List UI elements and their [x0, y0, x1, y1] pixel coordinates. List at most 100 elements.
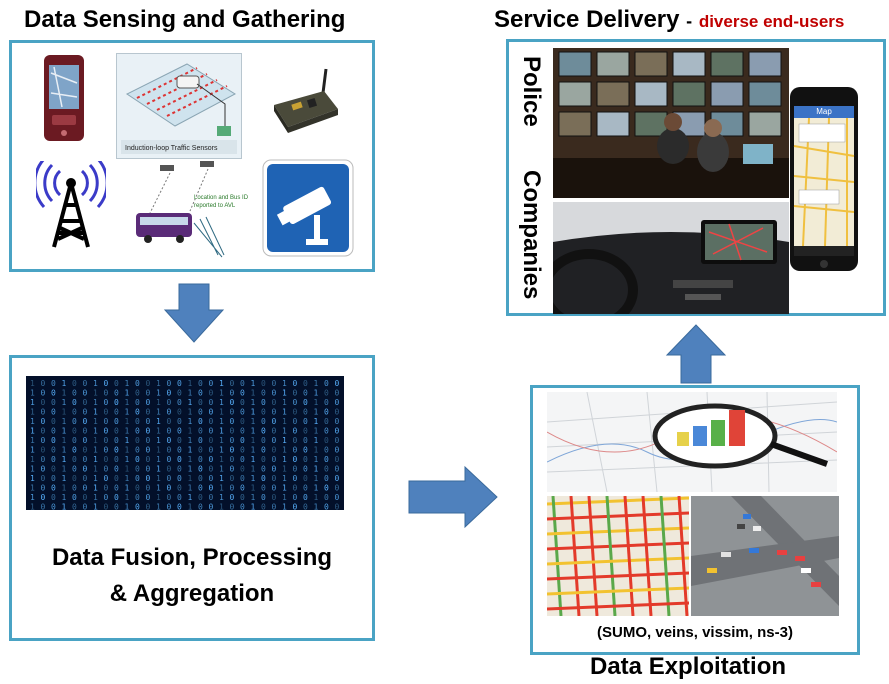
svg-text:0: 0: [135, 417, 140, 426]
svg-text:1: 1: [62, 465, 67, 474]
svg-text:0: 0: [240, 379, 245, 388]
svg-text:0: 0: [272, 484, 277, 493]
svg-text:0: 0: [335, 503, 340, 511]
svg-text:1: 1: [251, 408, 256, 417]
svg-text:1: 1: [30, 398, 35, 407]
svg-text:0: 0: [261, 446, 266, 455]
svg-text:0: 0: [209, 379, 214, 388]
svg-text:0: 0: [303, 446, 308, 455]
svg-text:1: 1: [314, 484, 319, 493]
svg-text:Location and Bus ID: Location and Bus ID: [194, 195, 249, 201]
svg-text:0: 0: [324, 408, 329, 417]
svg-text:1: 1: [282, 446, 287, 455]
svg-text:1: 1: [282, 389, 287, 398]
svg-text:0: 0: [104, 484, 109, 493]
svg-text:0: 0: [72, 436, 77, 445]
svg-text:0: 0: [104, 417, 109, 426]
smartphone-icon: [42, 53, 86, 143]
svg-text:1: 1: [62, 455, 67, 464]
svg-text:0: 0: [41, 398, 46, 407]
svg-text:1: 1: [188, 503, 193, 511]
svg-text:1: 1: [93, 455, 98, 464]
svg-text:1: 1: [93, 484, 98, 493]
svg-text:1: 1: [156, 408, 161, 417]
phone-map-image: Map: [789, 86, 859, 272]
bus-gps-diagram: Location and Bus ID reported to AVL: [130, 159, 252, 263]
svg-text:1: 1: [62, 436, 67, 445]
svg-text:0: 0: [104, 493, 109, 502]
svg-text:1: 1: [93, 493, 98, 502]
svg-text:0: 0: [335, 484, 340, 493]
svg-text:0: 0: [293, 436, 298, 445]
svg-text:0: 0: [177, 436, 182, 445]
svg-text:1: 1: [125, 455, 130, 464]
svg-text:0: 0: [261, 427, 266, 436]
svg-text:1: 1: [188, 455, 193, 464]
svg-text:0: 0: [272, 465, 277, 474]
svg-text:0: 0: [324, 398, 329, 407]
svg-text:0: 0: [135, 465, 140, 474]
svg-text:0: 0: [324, 417, 329, 426]
svg-text:0: 0: [114, 465, 119, 474]
svg-text:0: 0: [293, 474, 298, 483]
svg-text:1: 1: [314, 417, 319, 426]
svg-text:1: 1: [93, 389, 98, 398]
svg-text:0: 0: [240, 465, 245, 474]
svg-text:0: 0: [261, 389, 266, 398]
svg-text:1: 1: [156, 436, 161, 445]
svg-text:1: 1: [30, 465, 35, 474]
svg-text:0: 0: [303, 417, 308, 426]
svg-text:0: 0: [293, 389, 298, 398]
svg-text:0: 0: [135, 474, 140, 483]
svg-text:0: 0: [177, 389, 182, 398]
svg-text:1: 1: [251, 455, 256, 464]
svg-text:0: 0: [146, 417, 151, 426]
svg-text:0: 0: [261, 455, 266, 464]
svg-text:0: 0: [72, 398, 77, 407]
svg-text:0: 0: [167, 503, 172, 511]
svg-text:0: 0: [104, 427, 109, 436]
svg-text:0: 0: [209, 484, 214, 493]
svg-text:0: 0: [335, 455, 340, 464]
svg-text:1: 1: [282, 455, 287, 464]
svg-text:1: 1: [156, 455, 161, 464]
svg-text:1: 1: [93, 436, 98, 445]
svg-text:1: 1: [62, 493, 67, 502]
svg-text:0: 0: [51, 389, 56, 398]
svg-text:0: 0: [135, 503, 140, 511]
fusion-heading-line1: Data Fusion, Processing: [51, 544, 333, 571]
service-dash: -: [686, 11, 693, 31]
svg-text:1: 1: [188, 427, 193, 436]
svg-text:0: 0: [303, 427, 308, 436]
svg-text:1: 1: [156, 427, 161, 436]
svg-text:0: 0: [167, 427, 172, 436]
svg-text:0: 0: [240, 389, 245, 398]
svg-text:0: 0: [303, 503, 308, 511]
exploitation-panel: (SUMO, veins, vissim, ns-3): [530, 385, 860, 655]
svg-text:0: 0: [240, 427, 245, 436]
svg-text:1: 1: [156, 398, 161, 407]
svg-text:0: 0: [41, 446, 46, 455]
svg-text:0: 0: [135, 389, 140, 398]
svg-text:1: 1: [30, 436, 35, 445]
svg-text:0: 0: [272, 379, 277, 388]
svg-text:1: 1: [219, 389, 224, 398]
svg-text:0: 0: [104, 446, 109, 455]
svg-text:1: 1: [219, 503, 224, 511]
svg-text:0: 0: [114, 484, 119, 493]
svg-text:0: 0: [230, 408, 235, 417]
svg-text:0: 0: [51, 398, 56, 407]
traffic-camera-sign-icon: [262, 159, 354, 257]
svg-text:1: 1: [93, 474, 98, 483]
svg-text:0: 0: [324, 455, 329, 464]
svg-text:0: 0: [146, 465, 151, 474]
svg-text:0: 0: [261, 417, 266, 426]
svg-text:1: 1: [314, 446, 319, 455]
svg-text:0: 0: [41, 408, 46, 417]
svg-text:0: 0: [83, 484, 88, 493]
svg-text:1: 1: [125, 417, 130, 426]
svg-text:0: 0: [104, 474, 109, 483]
svg-text:1: 1: [188, 408, 193, 417]
svg-text:0: 0: [230, 503, 235, 511]
svg-text:1: 1: [93, 427, 98, 436]
